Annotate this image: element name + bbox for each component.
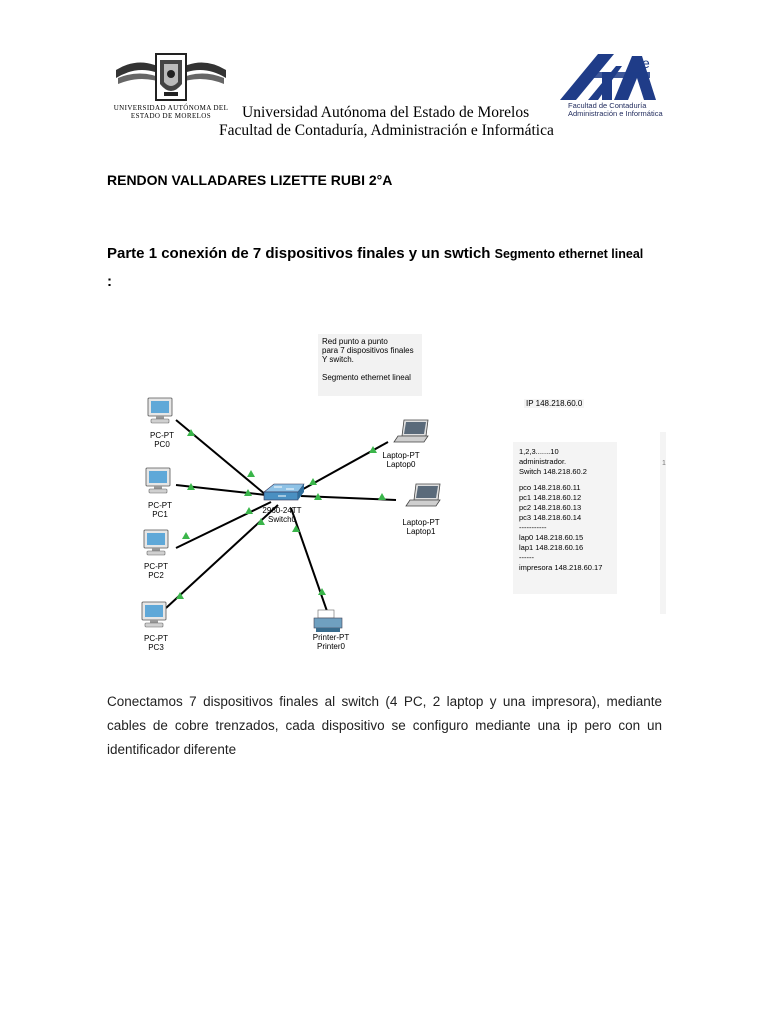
section-title-subtitle: Segmento ethernet lineal <box>494 247 644 261</box>
network-diagram <box>141 397 441 633</box>
student-name: RENDON VALLADARES LIZETTE RUBI 2°A <box>107 172 393 188</box>
fca-logo-text-line2: Administración e Informática <box>568 109 663 118</box>
link-pc0 <box>175 419 267 496</box>
section-title-main: Parte 1 conexión de 7 dispositivos final… <box>107 245 495 262</box>
ip-config-list: 1,2,3.......10 administrador. Switch 148… <box>513 442 617 594</box>
diagram-note: Red punto a punto para 7 dispositivos fi… <box>318 334 422 396</box>
laptop1-icon <box>405 483 441 507</box>
header-faculty-name: Facultad de Contaduría, Administración e… <box>219 122 554 139</box>
fca-logo-text-line1: Facultad de Contaduría <box>568 101 647 110</box>
diagram-side-strip <box>660 432 666 614</box>
description-paragraph: Conectamos 7 dispositivos finales al swi… <box>107 694 662 757</box>
pc1-icon <box>145 467 171 494</box>
laptop0-icon <box>393 419 429 443</box>
section-title-colon: : <box>107 273 112 290</box>
printer0-icon <box>313 609 343 633</box>
uaem-crest-logo <box>116 53 226 101</box>
section-title: Parte 1 conexión de 7 dispositivos final… <box>107 245 643 262</box>
pc0-icon <box>147 397 173 424</box>
switch0-icon <box>263 483 305 501</box>
svg-text:e: e <box>642 55 650 71</box>
pc3-icon <box>141 601 167 628</box>
network-ip-label: IP 148.218.60.0 <box>524 399 585 408</box>
fca-logo: e <box>560 54 656 100</box>
link-printer0 <box>290 507 329 615</box>
uaem-logo-text: Universidad Autónoma del Estado de Morel… <box>113 104 229 120</box>
fca-logo-text: Facultad de Contaduría Administración e … <box>568 102 663 118</box>
link-pc2 <box>175 501 272 549</box>
diagram-side-mark: 1 <box>662 460 666 467</box>
header-university-name: Universidad Autónoma del Estado de Morel… <box>242 104 530 121</box>
pc2-icon <box>143 529 169 556</box>
